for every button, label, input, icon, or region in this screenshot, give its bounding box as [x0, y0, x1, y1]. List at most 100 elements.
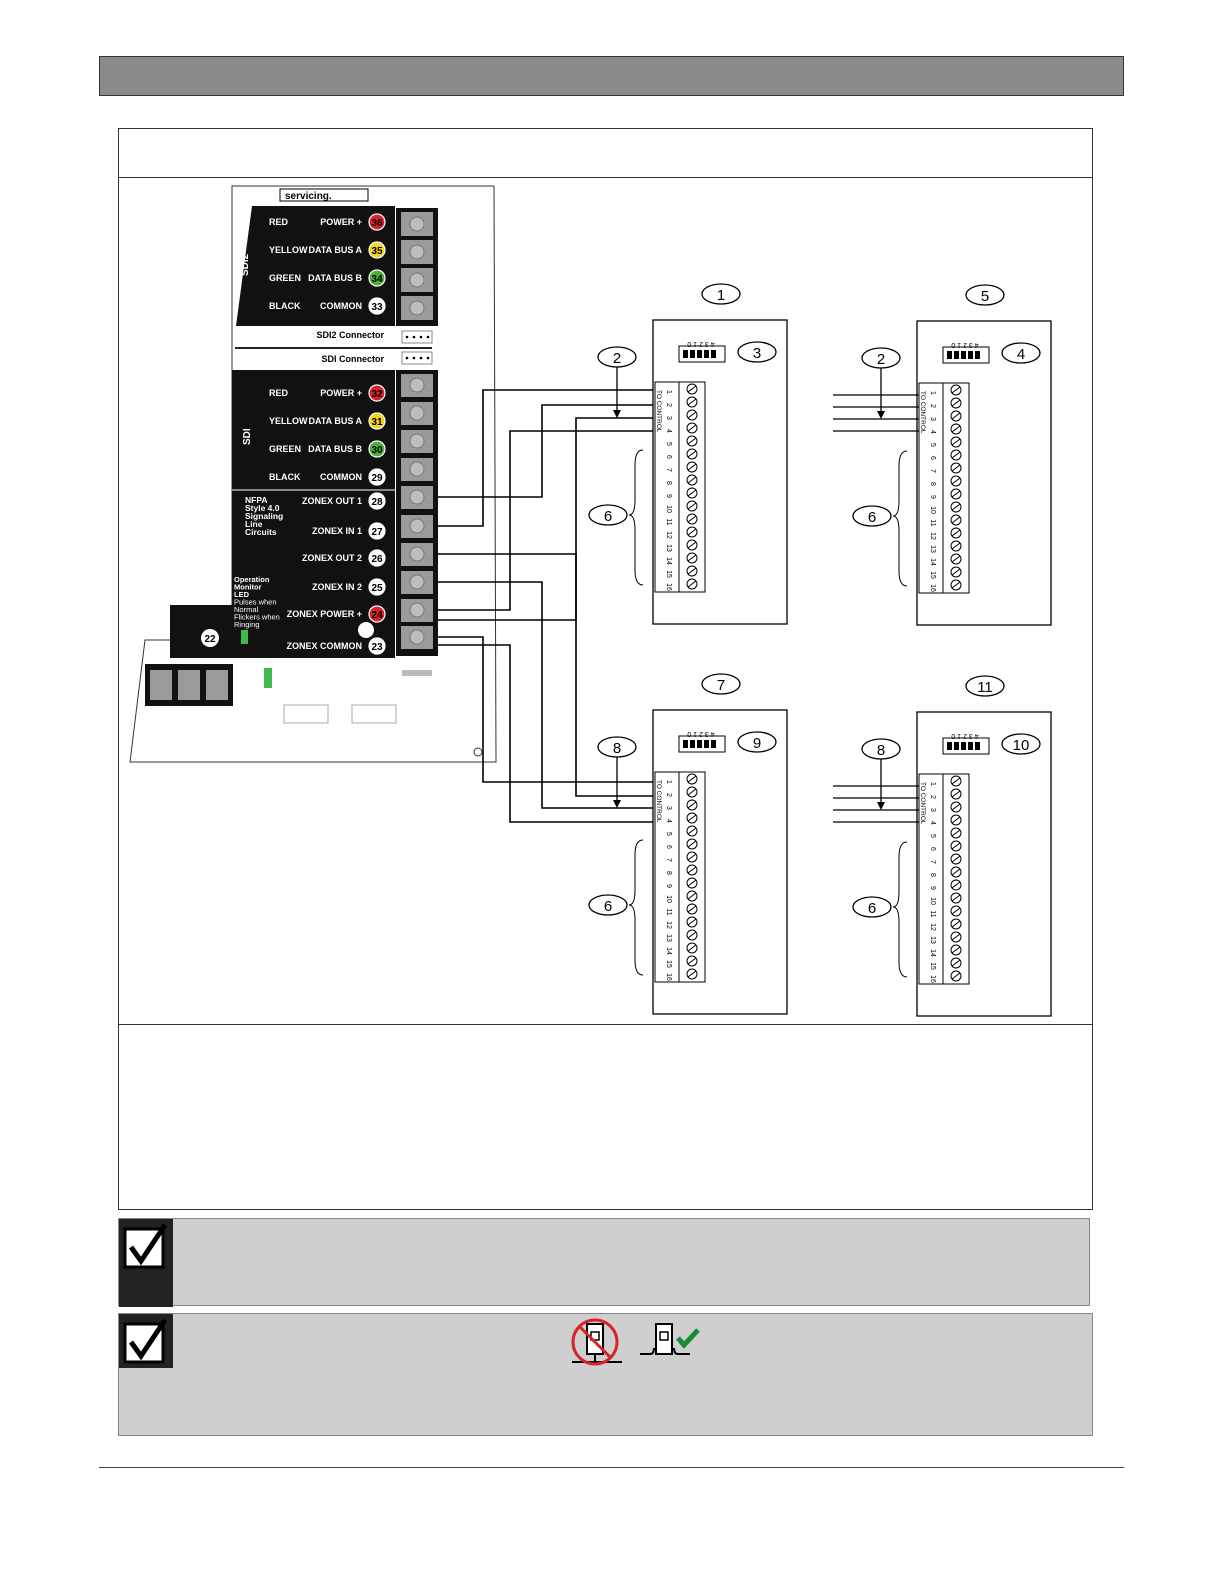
dip-toggle: [961, 351, 966, 359]
module-terminal-number: 6: [665, 845, 672, 849]
sdi-zonex-label-block: [232, 370, 395, 658]
module-terminal-number: 3: [665, 806, 672, 810]
module-terminal-number: 1: [665, 780, 672, 784]
outputs-callout-bubble: [588, 504, 628, 526]
terminal-screw-block: [206, 670, 228, 700]
sdi2-label: SDI2: [240, 253, 251, 276]
sdi2-terminal-number: 36: [371, 218, 383, 229]
dip-switch-digits: 4 3 2 1 0: [687, 340, 714, 347]
module-terminal-number: 3: [929, 417, 936, 421]
terminal-22-circle: [201, 629, 219, 647]
dip-switch-digits: 4 3 2 1 0: [951, 341, 978, 348]
sdi2-wire-color: YELLOW: [269, 245, 308, 255]
signal-wire: [438, 553, 653, 797]
module-terminal-number: 2: [665, 403, 672, 407]
dip-toggle: [704, 350, 709, 358]
sdi-terminal-number: 29: [371, 473, 383, 484]
terminal-screw: [409, 574, 425, 590]
module-terminal-number: 4: [665, 819, 672, 823]
screw-slot: [951, 933, 961, 941]
module-terminal-number: 13: [929, 545, 936, 553]
nfpa-label-line: Circuits: [245, 527, 277, 537]
screw-slot: [687, 580, 697, 588]
led-label-line: Monitor: [234, 583, 262, 592]
module-terminal-number: 11: [665, 518, 672, 525]
module-terminal-number: 8: [929, 873, 936, 877]
connector-pin: [426, 335, 430, 339]
outputs-brace: [628, 449, 644, 586]
screw-slot: [687, 528, 697, 536]
module-terminal-number: 9: [665, 494, 672, 498]
sdi-connector-label: SDI Connector: [321, 354, 384, 364]
led-label-line: Flickers when: [234, 613, 280, 622]
sdi-connector: [401, 351, 433, 365]
screw-slot: [687, 450, 697, 458]
screw-slot: [687, 502, 697, 510]
dip-toggle: [690, 740, 695, 748]
arrow-head: [877, 802, 885, 810]
terminal-screw: [409, 461, 425, 477]
wire-callout: 2: [613, 350, 621, 367]
module-terminal-number: 13: [665, 544, 672, 552]
screw-slot: [687, 970, 697, 978]
module-terminal-number: 12: [665, 531, 672, 539]
mounting-hole: [473, 747, 483, 757]
terminal-screw: [409, 433, 425, 449]
screw-slot: [951, 516, 961, 524]
zonex-terminal-number: 25: [371, 583, 383, 594]
module-terminal-number: 3: [665, 416, 672, 420]
dip-callout: 10: [1013, 737, 1030, 754]
module-terminal-number: 8: [665, 871, 672, 875]
sdi2-wire-color: RED: [269, 217, 289, 227]
screw-slot: [951, 868, 961, 876]
checkmark-icon: [119, 1219, 173, 1307]
module-terminal-number: 16: [929, 584, 936, 592]
module-terminal-number: 1: [929, 391, 936, 395]
screw-slot: [687, 775, 697, 783]
screw-slot: [951, 790, 961, 798]
screw-slot: [951, 568, 961, 576]
outputs-callout-bubble: [588, 894, 628, 916]
nfpa-label-line: Line: [245, 519, 263, 529]
module-terminal-number: 12: [929, 923, 936, 931]
sdi-terminal-number: 30: [371, 445, 383, 456]
zonex-terminal-number-circle: [368, 578, 386, 596]
connector-pin: [426, 356, 430, 360]
zonex-terminal-function: ZONEX IN 1: [312, 526, 362, 536]
screw-slot: [687, 957, 697, 965]
prohibited-mount-icon: [571, 1318, 622, 1366]
sdi-wire-color: GREEN: [269, 444, 301, 454]
module-terminal-number: 15: [665, 570, 672, 578]
dip-toggle: [975, 351, 980, 359]
dip-toggle: [947, 351, 952, 359]
connector-pin: [419, 335, 423, 339]
module-terminal-number: 12: [929, 532, 936, 540]
zonex-terminal-number-circle: [368, 637, 386, 655]
module-terminal-number: 10: [929, 897, 936, 905]
screw-slot: [687, 827, 697, 835]
outputs-callout: 6: [604, 898, 612, 915]
signal-wire: [438, 644, 653, 823]
screw-slot: [951, 412, 961, 420]
nfpa-label-line: NFPA: [245, 495, 268, 505]
screw-slot: [951, 829, 961, 837]
outputs-brace: [892, 841, 908, 978]
terminal-screw: [409, 300, 425, 316]
arrow-head: [877, 411, 885, 419]
note-box-2: [118, 1313, 1093, 1436]
wire-callout: 8: [877, 742, 885, 759]
sdi2-terminal-number: 35: [371, 246, 383, 257]
zonex-terminal-number: 24: [371, 610, 383, 621]
dip-toggle: [968, 351, 973, 359]
screw-slot: [687, 489, 697, 497]
connector-pin: [405, 356, 409, 360]
screw-slot: [687, 476, 697, 484]
approved-mount-icon: [640, 1323, 700, 1355]
board-led: [264, 668, 272, 688]
dip-switch-digits: 4 3 2 1 0: [951, 732, 978, 739]
dip-callout: 3: [753, 345, 761, 362]
screw-slot: [951, 881, 961, 889]
outputs-callout: 6: [604, 508, 612, 525]
sdi-wire-color: RED: [269, 388, 289, 398]
